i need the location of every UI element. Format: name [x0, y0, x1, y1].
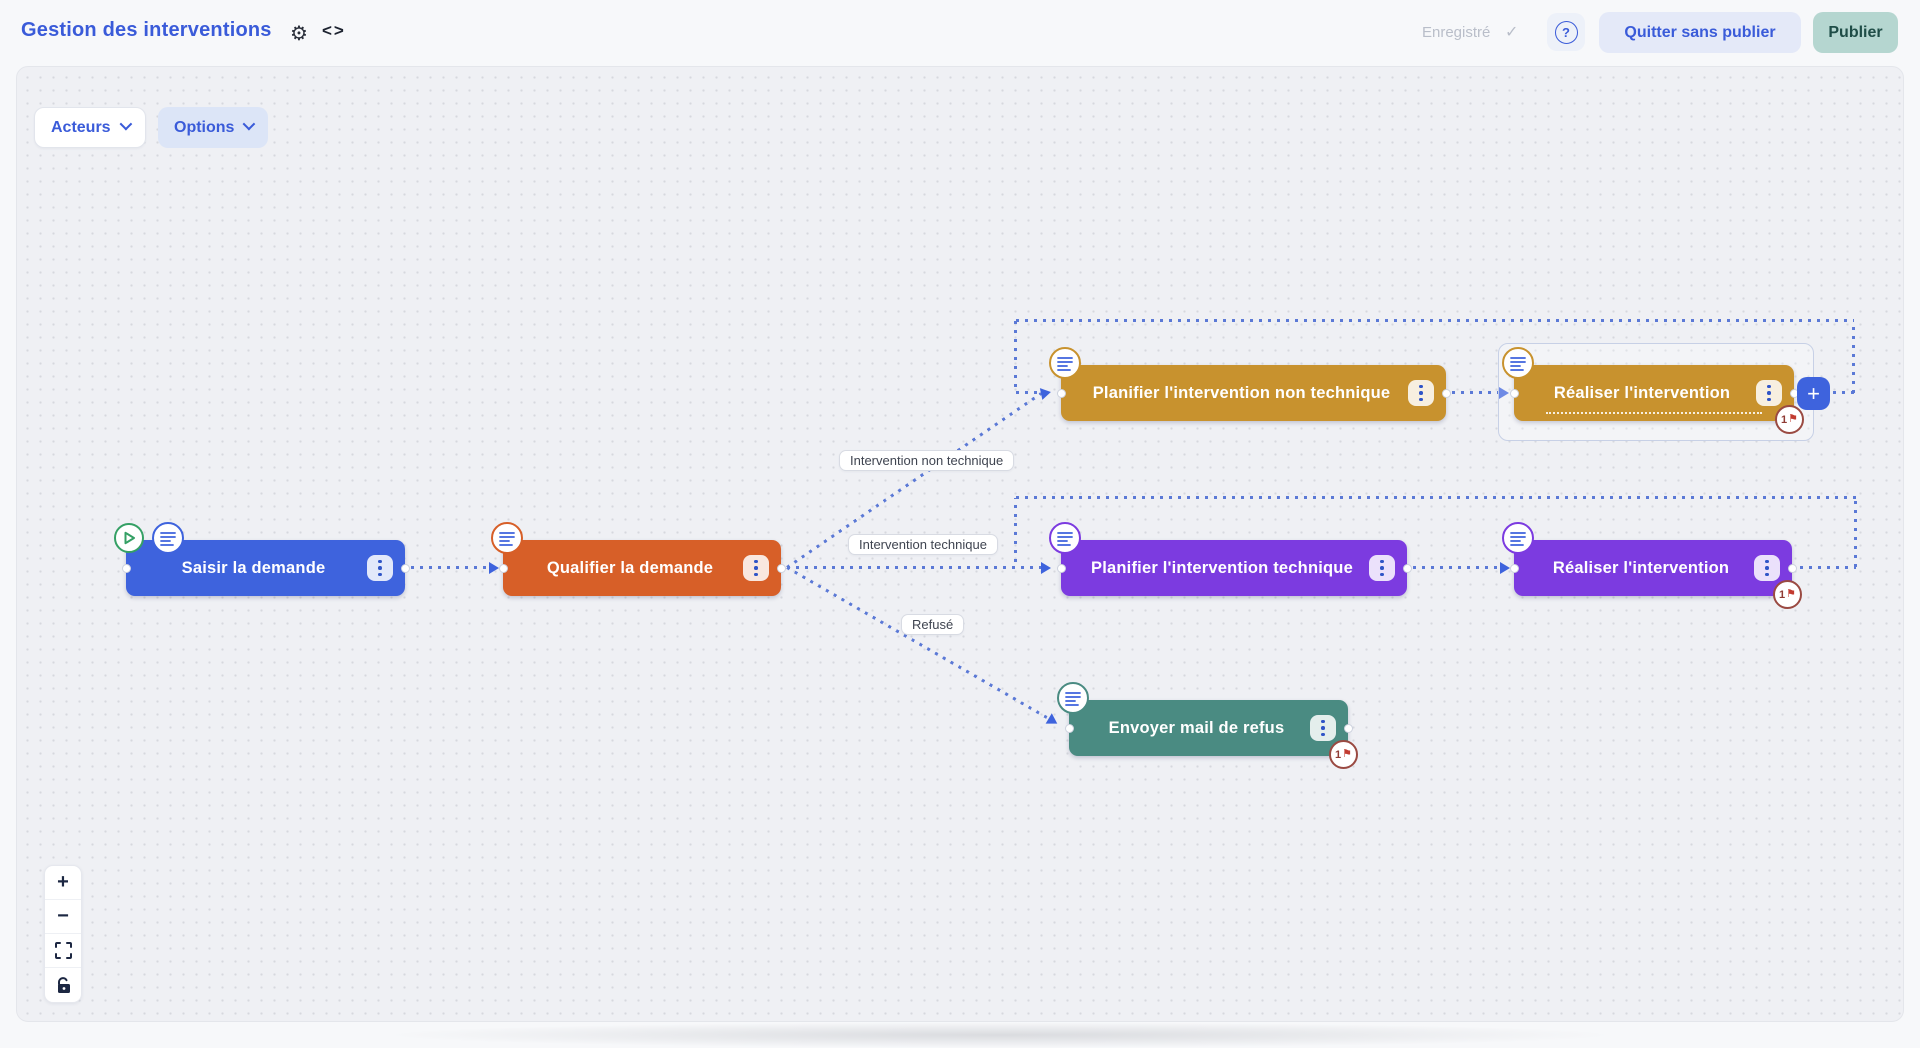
node-saisir-la-demande[interactable]: Saisir la demande — [126, 540, 405, 596]
output-port[interactable] — [1788, 564, 1797, 573]
quit-without-publish-button[interactable]: Quitter sans publier — [1599, 12, 1801, 53]
input-port[interactable] — [1065, 724, 1074, 733]
node-planifier-intervention-non-technique[interactable]: Planifier l'intervention non technique — [1061, 365, 1446, 421]
edge-loop-top — [1014, 321, 1017, 387]
node-label: Réaliser l'intervention — [1534, 384, 1750, 403]
settings-gear-icon[interactable]: ⚙ — [290, 21, 308, 46]
kebab-menu-button[interactable] — [1754, 555, 1780, 581]
arrowhead-icon — [1500, 562, 1510, 574]
edge-loop-top — [1016, 391, 1042, 394]
output-port[interactable] — [1344, 724, 1353, 733]
node-realiser-intervention-technique[interactable]: Réaliser l'intervention 1 ⚑ — [1514, 540, 1792, 596]
actors-dropdown-label: Acteurs — [51, 119, 111, 137]
output-port[interactable] — [1442, 389, 1451, 398]
kebab-menu-button[interactable] — [1756, 380, 1782, 406]
lock-button[interactable] — [45, 968, 81, 1002]
app-header: Gestion des interventions ⚙ <> Enregistr… — [0, 0, 1920, 62]
edge-label[interactable]: Intervention technique — [848, 534, 998, 555]
chevron-down-icon — [119, 118, 132, 131]
options-dropdown[interactable]: Options — [158, 107, 268, 148]
form-lines-icon[interactable] — [152, 522, 184, 554]
form-lines-icon[interactable] — [1049, 347, 1081, 379]
edge-label[interactable]: Refusé — [901, 614, 964, 635]
edge-saisir-qualifier — [411, 566, 489, 569]
node-label: Saisir la demande — [146, 559, 361, 578]
form-lines-icon[interactable] — [491, 522, 523, 554]
options-dropdown-label: Options — [174, 119, 234, 137]
kebab-menu-button[interactable] — [1310, 715, 1336, 741]
edge-loop-bottom — [1014, 498, 1017, 562]
start-play-icon[interactable] — [114, 523, 144, 553]
arrowhead-icon — [489, 562, 499, 574]
edge-loop-top — [1016, 319, 1854, 322]
workflow-canvas[interactable]: Acteurs Options Intervention non techniq… — [16, 66, 1904, 1022]
add-step-button[interactable]: + — [1797, 377, 1830, 410]
kebab-menu-button[interactable] — [1408, 380, 1434, 406]
flag-counter-badge[interactable]: 1 ⚑ — [1775, 405, 1804, 434]
form-lines-icon[interactable] — [1057, 682, 1089, 714]
input-port[interactable] — [122, 564, 131, 573]
input-port[interactable] — [1057, 389, 1066, 398]
edge-qualifier-planifier-t — [787, 566, 1041, 569]
form-lines-icon[interactable] — [1502, 347, 1534, 379]
node-realiser-intervention-non-technique[interactable]: Réaliser l'intervention 1 ⚑ — [1514, 365, 1794, 421]
input-port[interactable] — [1057, 564, 1066, 573]
edge-loop-bottom — [1854, 498, 1857, 567]
code-icon[interactable]: <> — [322, 21, 346, 41]
node-label: Envoyer mail de refus — [1089, 719, 1304, 738]
edge-planifier-nt-realiser — [1452, 391, 1499, 394]
flag-counter-badge[interactable]: 1 ⚑ — [1773, 580, 1802, 609]
kebab-menu-button[interactable] — [743, 555, 769, 581]
help-button[interactable]: ? — [1547, 13, 1585, 51]
input-port[interactable] — [499, 564, 508, 573]
publish-button[interactable]: Publier — [1813, 12, 1898, 53]
edge-label[interactable]: Intervention non technique — [839, 450, 1014, 471]
flag-icon: ⚑ — [1342, 749, 1352, 760]
node-label: Réaliser l'intervention — [1534, 559, 1748, 578]
node-label: Planifier l'intervention technique — [1081, 559, 1363, 578]
kebab-menu-button[interactable] — [1369, 555, 1395, 581]
node-envoyer-mail-de-refus[interactable]: Envoyer mail de refus 1 ⚑ — [1069, 700, 1348, 756]
kebab-menu-button[interactable] — [367, 555, 393, 581]
flag-icon: ⚑ — [1786, 589, 1796, 600]
question-mark-icon: ? — [1555, 21, 1578, 44]
edge-qualifier-envoyer — [786, 566, 1057, 724]
fit-view-button[interactable] — [45, 934, 81, 968]
zoom-in-button[interactable]: + — [45, 866, 81, 900]
edge-loop-bottom — [1016, 496, 1856, 499]
node-label: Qualifier la demande — [523, 559, 737, 578]
actors-dropdown[interactable]: Acteurs — [34, 107, 146, 148]
arrowhead-icon — [1041, 562, 1051, 574]
input-port[interactable] — [1510, 389, 1519, 398]
bottom-shadow — [380, 1022, 1620, 1048]
page-title: Gestion des interventions — [21, 19, 272, 42]
flag-icon: ⚑ — [1788, 414, 1798, 425]
chevron-down-icon — [243, 118, 256, 131]
output-port[interactable] — [777, 564, 786, 573]
node-label: Planifier l'intervention non technique — [1081, 384, 1402, 403]
saved-check-icon: ✓ — [1505, 22, 1518, 42]
output-port[interactable] — [1403, 564, 1412, 573]
edge-planifier-t-realiser — [1413, 566, 1500, 569]
node-inner-dotted-line — [1546, 412, 1762, 414]
edge-loop-bottom — [1800, 566, 1856, 569]
form-lines-icon[interactable] — [1049, 522, 1081, 554]
node-planifier-intervention-technique[interactable]: Planifier l'intervention technique — [1061, 540, 1407, 596]
flag-counter-badge[interactable]: 1 ⚑ — [1329, 740, 1358, 769]
canvas-zoom-controls: + − — [44, 865, 82, 1003]
save-status-text: Enregistré — [1422, 24, 1490, 41]
node-qualifier-la-demande[interactable]: Qualifier la demande — [503, 540, 781, 596]
form-lines-icon[interactable] — [1502, 522, 1534, 554]
zoom-out-button[interactable]: − — [45, 900, 81, 934]
input-port[interactable] — [1510, 564, 1519, 573]
output-port[interactable] — [401, 564, 410, 573]
edge-loop-top — [1852, 321, 1855, 393]
